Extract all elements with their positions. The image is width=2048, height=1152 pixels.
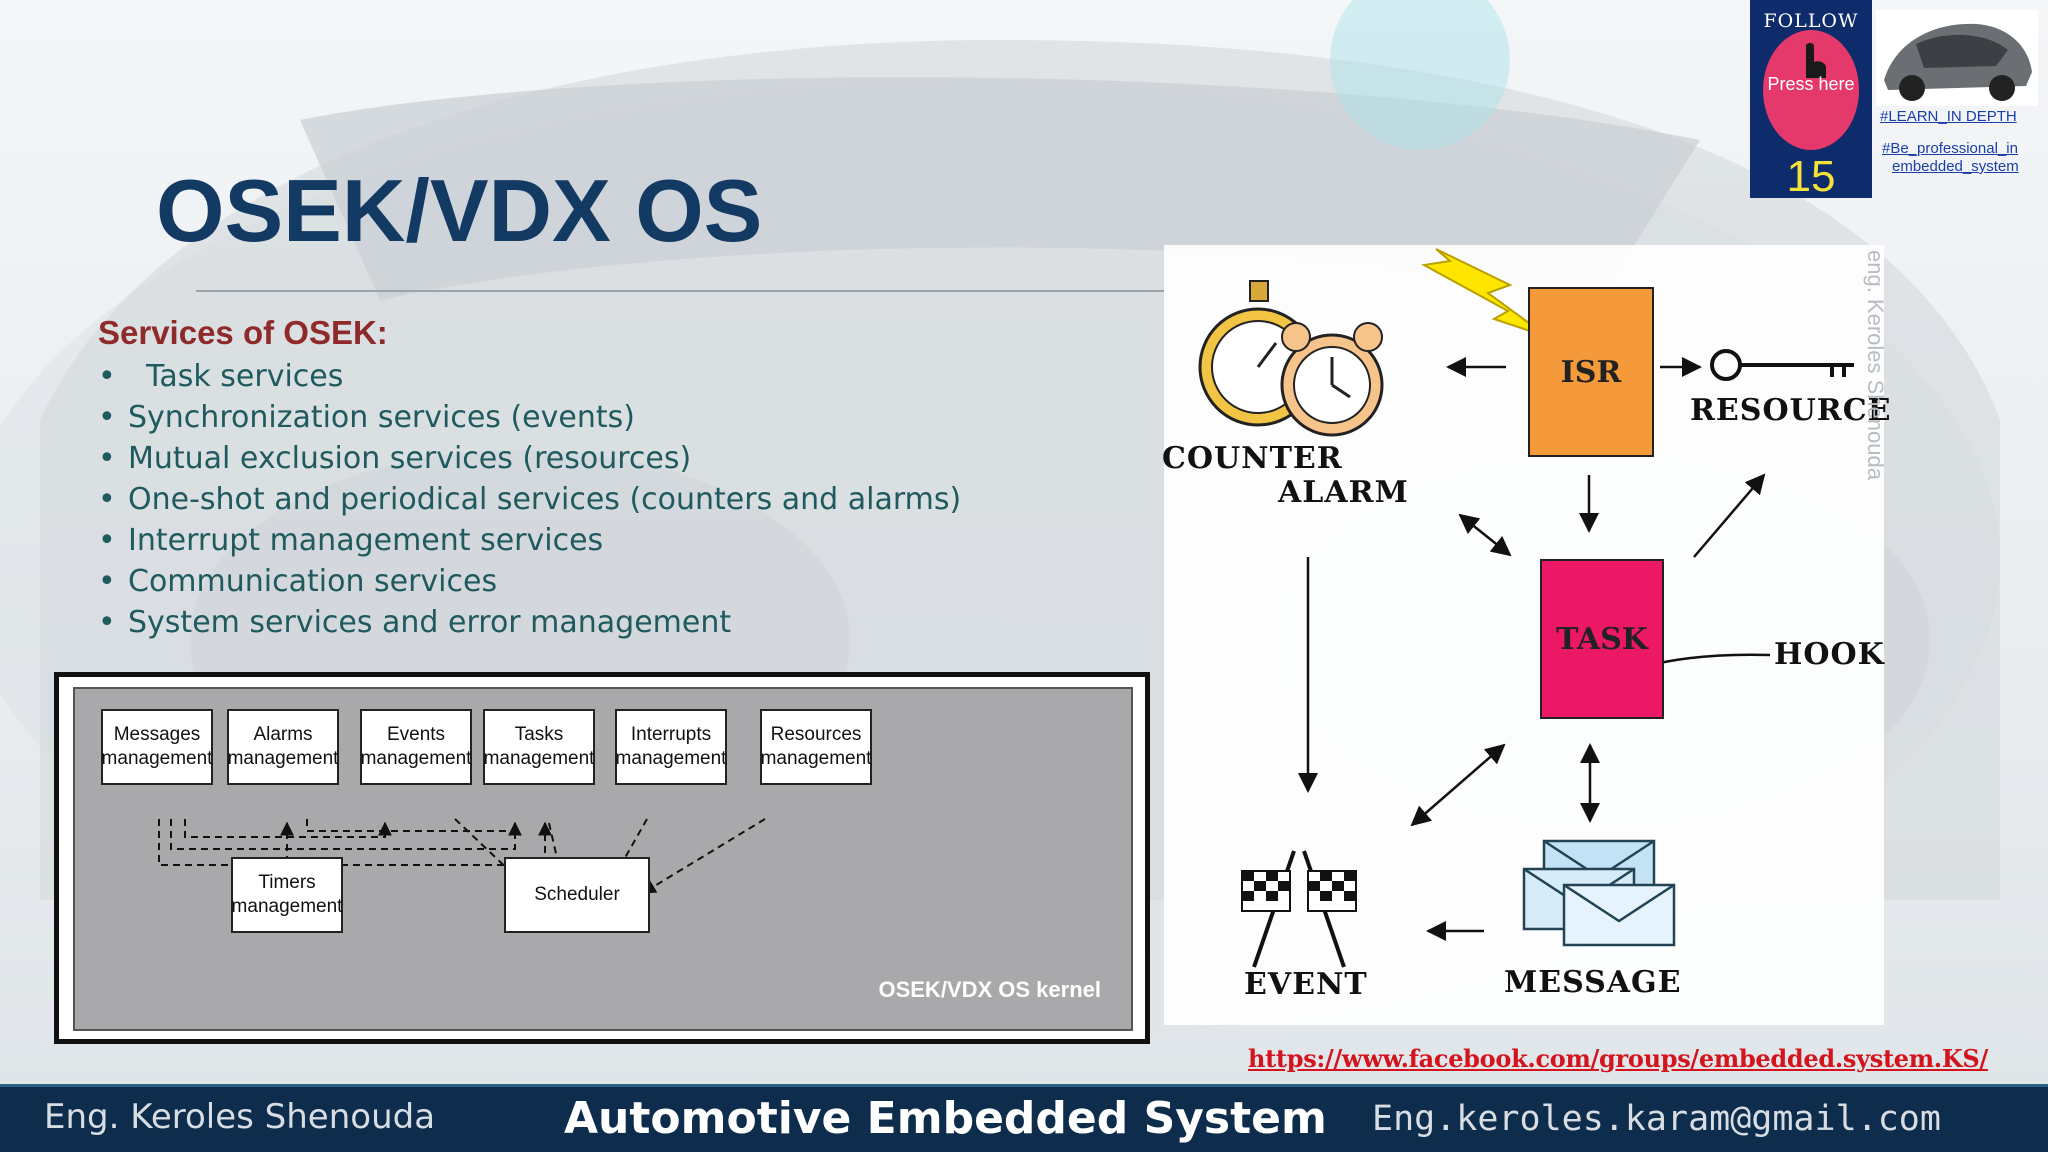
list-item: •One-shot and periodical services (count… bbox=[98, 482, 962, 517]
kernel-panel: Messages management Alarms management Ev… bbox=[73, 687, 1133, 1031]
lightning-icon bbox=[1420, 248, 1549, 338]
embedded-system-link[interactable]: embedded_system bbox=[1892, 158, 2019, 175]
title-divider bbox=[196, 290, 1166, 292]
footer-course-title: Automotive Embedded System bbox=[564, 1093, 1327, 1144]
facebook-group-link[interactable]: https://www.facebook.com/groups/embedded… bbox=[1248, 1044, 1988, 1073]
footer-author: Eng. Keroles Shenouda bbox=[44, 1097, 436, 1137]
author-watermark: eng. Keroles Shenouda bbox=[1863, 250, 1888, 480]
be-professional-link[interactable]: #Be_professional_in bbox=[1882, 140, 2018, 157]
list-item: •Mutual exclusion services (resources) bbox=[98, 441, 692, 476]
footer-bar: Eng. Keroles Shenouda Automotive Embedde… bbox=[0, 1084, 2048, 1152]
list-item: •Interrupt management services bbox=[98, 523, 604, 558]
alarm-label: ALARM bbox=[1278, 475, 1409, 510]
scheduler-box: Scheduler bbox=[504, 857, 650, 933]
alarms-management-box: Alarms management bbox=[227, 709, 339, 785]
timers-management-box: Timers management bbox=[231, 857, 343, 933]
event-label: EVENT bbox=[1244, 967, 1368, 1002]
concept-diagram: ISR TASK RESOURCE COUNTER ALARM HOOK EVE… bbox=[1162, 245, 1890, 1025]
envelopes-icon bbox=[1522, 839, 1676, 947]
isr-scroll: ISR bbox=[1528, 287, 1654, 457]
car-engine-thumbnail bbox=[1876, 10, 2038, 106]
badge-number: 15 bbox=[1786, 152, 1836, 201]
message-label: MESSAGE bbox=[1504, 965, 1682, 1000]
key-icon bbox=[1710, 349, 1854, 381]
counter-label: COUNTER bbox=[1162, 441, 1343, 476]
learn-in-depth-link[interactable]: #LEARN_IN DEPTH bbox=[1880, 108, 2017, 125]
tasks-management-box: Tasks management bbox=[483, 709, 595, 785]
concept-arrows bbox=[1198, 248, 1854, 968]
events-management-box: Events management bbox=[360, 709, 472, 785]
services-heading: Services of OSEK: bbox=[98, 314, 388, 351]
resource-label: RESOURCE bbox=[1690, 393, 1892, 428]
resources-management-box: Resources management bbox=[760, 709, 872, 785]
hook-label: HOOK bbox=[1774, 637, 1885, 672]
list-item: •System services and error management bbox=[98, 605, 732, 640]
clock-icon bbox=[1198, 280, 1384, 437]
interrupts-management-box: Interrupts management bbox=[615, 709, 727, 785]
kernel-label: OSEK/VDX OS kernel bbox=[878, 977, 1101, 1002]
pointing-hand-icon bbox=[1806, 43, 1826, 78]
slide-title: OSEK/VDX OS bbox=[156, 161, 763, 260]
list-item: •Synchronization services (events) bbox=[98, 400, 635, 435]
footer-email: Eng.keroles.karam@gmail.com bbox=[1372, 1099, 1941, 1139]
list-item: •Communication services bbox=[98, 564, 498, 599]
services-list: •Task services •Synchronization services… bbox=[98, 356, 961, 643]
follow-us-button[interactable]: FOLLOW US Press here 15 bbox=[1750, 0, 1872, 201]
press-here-label: Press here bbox=[1767, 74, 1855, 94]
checkered-flags-icon bbox=[1241, 850, 1357, 968]
kernel-diagram: Messages management Alarms management Ev… bbox=[54, 672, 1150, 1044]
task-scroll: TASK bbox=[1540, 559, 1664, 719]
messages-management-box: Messages management bbox=[101, 709, 213, 785]
list-item: •Task services bbox=[98, 359, 344, 394]
